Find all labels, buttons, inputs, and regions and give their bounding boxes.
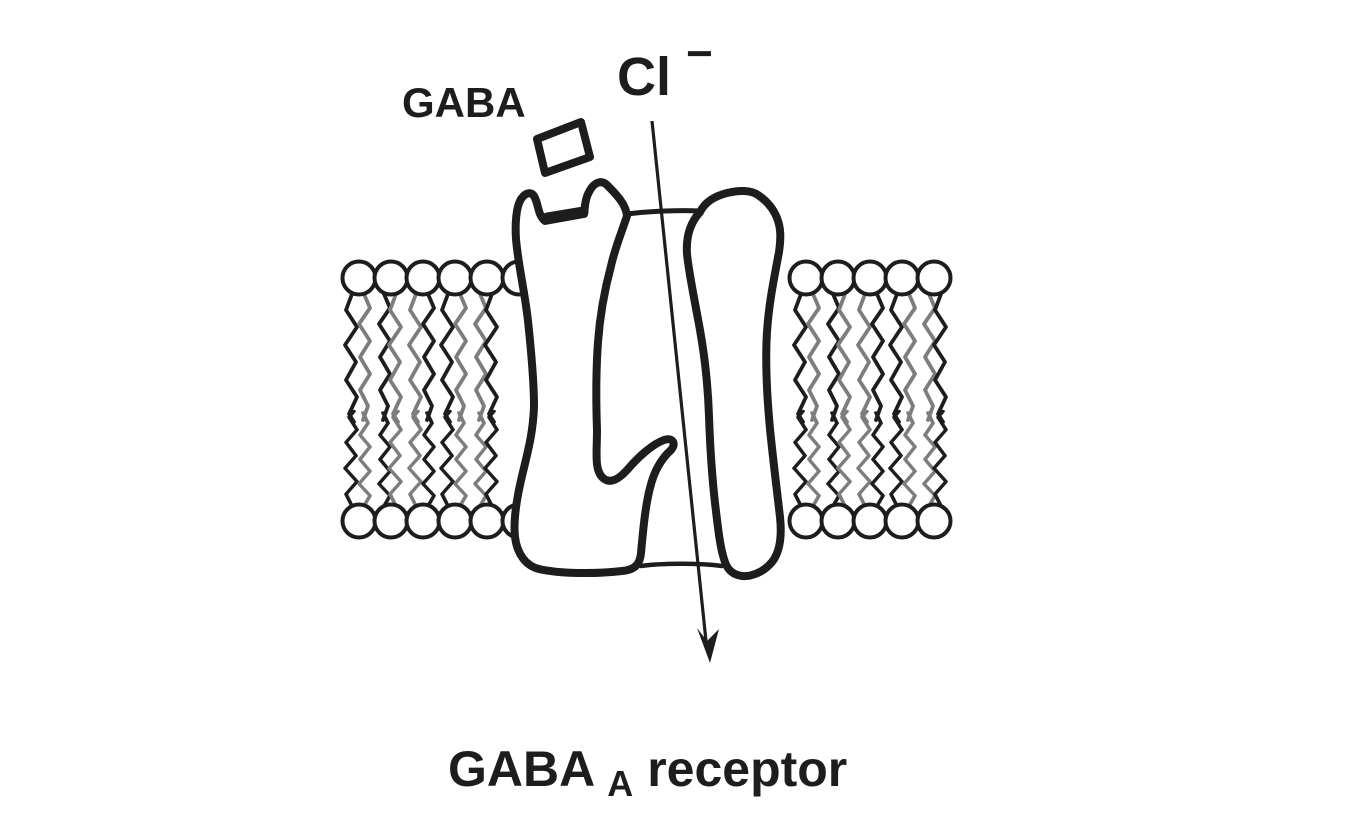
channel-top-edge bbox=[624, 208, 703, 217]
upper-leaflet-heads bbox=[340, 259, 506, 297]
figure-caption: GABA A receptor bbox=[448, 741, 847, 807]
chloride-flow-arrow-icon bbox=[650, 120, 719, 663]
ion-label: Cl − bbox=[617, 27, 713, 107]
lower-leaflet-heads bbox=[787, 502, 953, 540]
lower-leaflet-tails bbox=[345, 411, 497, 506]
lipid-bilayer-right bbox=[787, 259, 953, 540]
caption-prefix: GABA bbox=[448, 741, 594, 797]
receptor-subunit-left bbox=[510, 178, 678, 578]
receptor-subunit-right bbox=[682, 186, 785, 581]
receptor-complex bbox=[510, 118, 785, 581]
upper-leaflet-tails bbox=[794, 294, 946, 422]
channel-bottom-edge bbox=[638, 561, 725, 569]
ligand-label: GABA bbox=[402, 79, 526, 126]
caption-subscript: A bbox=[607, 763, 633, 804]
upper-leaflet-tails bbox=[345, 294, 497, 422]
caption-suffix: receptor bbox=[647, 741, 847, 797]
ion-charge: − bbox=[686, 27, 713, 79]
arrow-head bbox=[697, 628, 719, 663]
binding-site-bar bbox=[541, 206, 589, 224]
gaba-molecule bbox=[533, 118, 594, 177]
arrow-shaft bbox=[650, 120, 708, 642]
lower-leaflet-tails bbox=[794, 411, 946, 506]
ion-symbol: Cl bbox=[617, 47, 671, 107]
upper-leaflet-heads bbox=[787, 259, 953, 297]
lower-leaflet-heads bbox=[340, 502, 506, 540]
lipid-bilayer-left bbox=[340, 259, 538, 540]
